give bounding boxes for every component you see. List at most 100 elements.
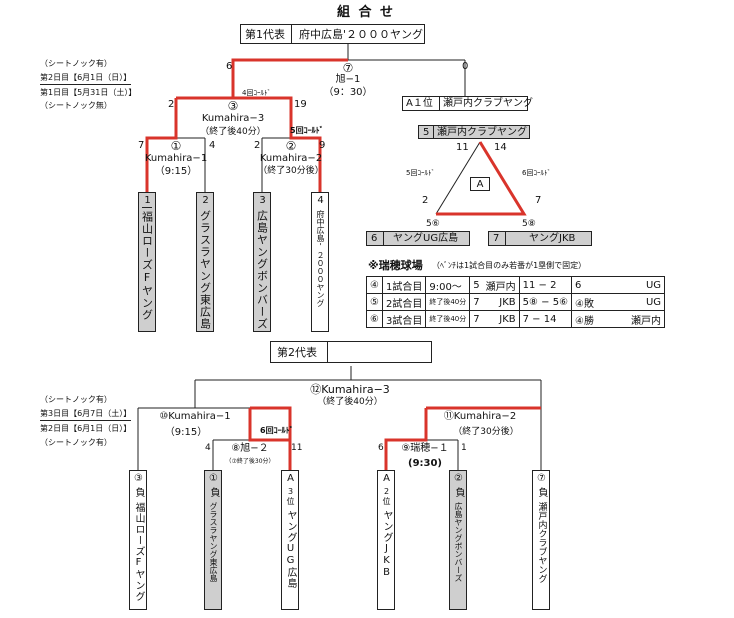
league-called-6: 6回ｺｰﾙﾄﾞ [522,169,551,177]
note-knock-2: （シートノック無） [40,101,112,110]
m2-score-left: 2 [254,140,261,151]
league-score-11: 11 [456,142,469,153]
team-column-2: 2 グラスラヤング東広島 [196,192,214,332]
m8-score-left: 4 [205,443,211,453]
league-team-7-divider [505,232,506,245]
bottom-team-4-name: ヤングJKB [381,510,392,579]
bottom-team-6-name: 瀬戸内クラブヤング [536,502,547,583]
team-4-number: 4 [315,195,326,207]
bottom-team-3-head: A [285,473,296,485]
schedule-cell: 7 [469,293,483,311]
m1-time: （9:15） [154,166,198,177]
bottom-team-1-name: 福山ローズFヤング [133,502,144,602]
m3-time: （終了後40分） [200,127,266,137]
m10-time: （9:15） [164,427,208,438]
note-day-3: 第3日目【6月7日（土）】 [40,410,132,421]
m11-name: ⑪Kumahira−2 [443,411,517,422]
schedule-cell: ④勝 [571,310,619,328]
bottom-team-2-name: グラスラヤング東広島 [209,502,218,582]
schedule-cell: UG [618,276,666,294]
schedule-cell: 5⑧ − 5⑥ [518,293,573,311]
rep1-box: 第1代表 府中広島'２０００ヤング [240,24,425,44]
schedule-cell: 11 − 2 [518,276,573,294]
m9-score-right: 1 [461,443,467,453]
note-day-2b: 第2日目【6月1日（日）】 [40,424,132,433]
schedule-cell: 1試合目 [381,276,427,294]
m10-name: ⑩Kumahira−1 [159,411,231,422]
m1-score-left: 7 [138,140,145,151]
schedule-cell: JKB [482,293,520,311]
bottom-team-6-sub: 負 [536,487,547,498]
a1-label: A１位 [406,98,433,109]
bottom-team-6: ⑦ 負 瀬戸内クラブヤング [532,470,550,610]
team-1-name: 福山ローズFヤング [140,211,154,321]
league-team-7-name: ヤングJKB [529,233,576,244]
schedule-cell: 2試合目 [381,293,427,311]
team-column-1: 1 福山ローズFヤング [138,192,156,332]
league-team-5-divider [433,126,434,138]
team-4-name: 府中広島'２０００ヤング [316,210,325,307]
league-score-2: 2 [422,195,429,206]
bottom-team-2-head: ① [208,473,219,485]
m3-called-game: 5回ｺｰﾙﾄﾞ [290,126,324,135]
m9-score-left: 6 [378,443,384,453]
m7-called-game: 4回ｺｰﾙﾄﾞ [242,89,271,97]
schedule-cell: ④ [366,276,383,294]
m2-score-right: 9 [319,140,326,151]
a1-box: A１位 瀬戸内クラブヤング [402,96,533,111]
rep2-box: 第2代表 [270,341,432,363]
schedule-cell: 瀬戸内 [482,276,520,294]
league-match-56: 5⑥ [426,219,440,229]
note-knock-1: （シートノック有） [40,59,112,68]
bottom-team-3: A 3位 ヤングUG広島 [281,470,299,610]
bottom-team-5-head: ② [453,473,464,485]
schedule-cell: 3試合目 [381,310,427,328]
m7-number: ⑦ [342,61,354,75]
bottom-team-1-head: ③ [133,473,144,485]
m3-score-left: 2 [168,99,175,110]
m9-time: (9:30) [407,458,443,469]
bottom-team-4-head: A [381,473,392,485]
m12-time: （終了後40分） [317,397,383,407]
m8-score-right: 11 [291,443,303,453]
m11-time: （終了30分後） [453,427,519,437]
bottom-team-2-sub: 負 [208,487,219,498]
league-team-5: 5 瀬戸内クラブヤング [418,125,530,139]
schedule-cell: UG [618,293,666,311]
m1-number: ① [170,139,182,153]
schedule-cell: 7 − 14 [518,310,573,328]
note-day-1: 第1日目【5月31日（土）】 [40,88,137,97]
team-2-number: 2 [200,195,211,207]
m9-name: ⑨瑞穂−１ [401,443,449,454]
m3-name: Kumahira−3 [201,113,265,124]
m7-score-left: 6 [226,61,233,72]
m2-number: ② [285,139,297,153]
bottom-team-3-sub: 3位 [286,487,295,506]
a1-team: 瀬戸内クラブヤング [443,98,533,109]
league-team-5-name: 瀬戸内クラブヤング [437,127,527,138]
m7-name: 旭−1 [335,74,361,85]
team-column-4: 4 府中広島'２０００ヤング [311,192,329,332]
schedule-row: ④ 1試合目 9:00〜 5 瀬戸内 11 − 2 6 UG [366,276,666,294]
league-team-6-number: 6 [371,233,378,244]
schedule-cell: 瀬戸内 [618,310,666,328]
rep2-label: 第2代表 [277,346,317,359]
schedule-cell: ④敗 [571,293,619,311]
league-score-7: 7 [535,195,542,206]
schedule-cell: ⑥ [366,310,383,328]
schedule-cell: JKB [482,310,520,328]
schedule-cell: ⑤ [366,293,383,311]
schedule-cell: 7 [469,310,483,328]
m3-score-right: 19 [294,99,307,110]
league-team-7: 7 ヤングJKB [488,231,592,246]
team-1-number: 1 [142,195,153,208]
m2-name: Kumahira−2 [259,153,323,164]
rep1-label: 第1代表 [245,28,285,41]
m2-time: （終了30分後） [258,166,324,176]
m8-time: （⑦終了後30分） [225,458,275,465]
league-team-5-number: 5 [423,127,430,138]
team-2-name: グラスラヤング東広島 [198,210,212,330]
schedule-row: ⑥ 3試合目 終了後40分 7 JKB 7 − 14 ④勝 瀬戸内 [366,310,666,328]
schedule-cell: 6 [571,276,619,294]
